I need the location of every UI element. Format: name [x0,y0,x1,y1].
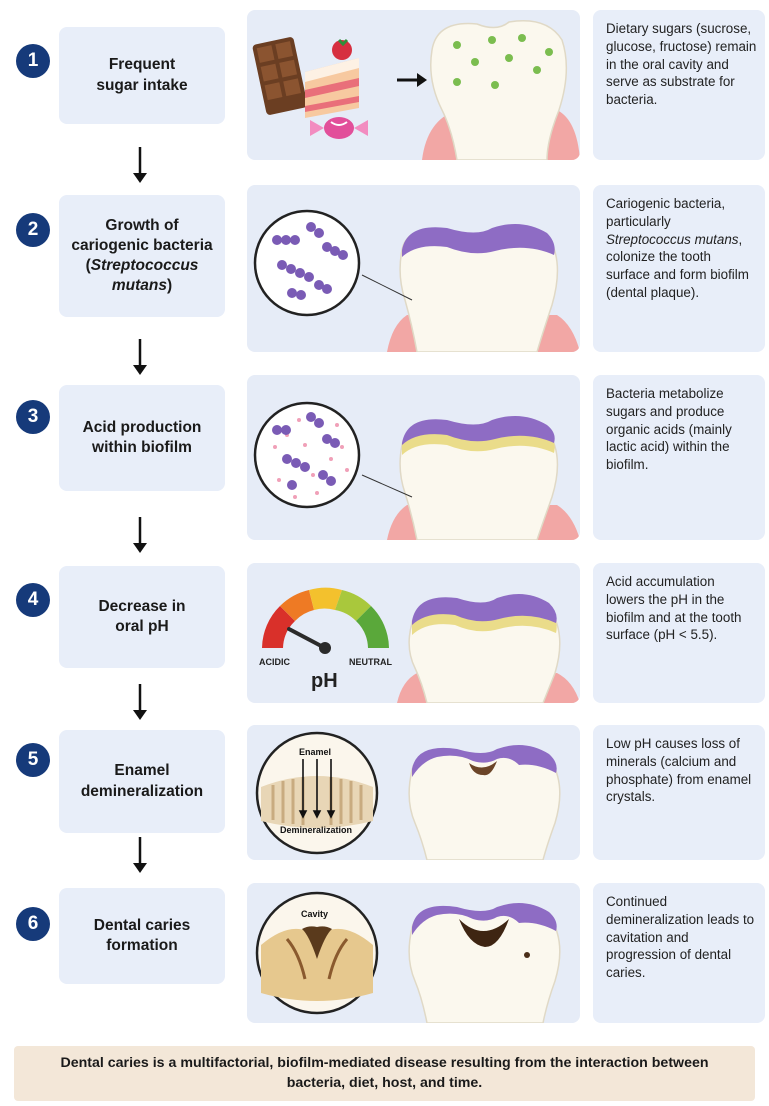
step-1-illustration [247,10,580,160]
step-2-label-line-2: cariogenic bacteria [71,237,212,254]
summary-footer-text: Dental caries is a multifactorial, biofi… [54,1054,715,1092]
step-1-description: Dietary sugars (sucrose, glucose, fructo… [593,10,765,160]
step-2-label-genus: Streptococcus [91,257,199,274]
tooth-icon [387,416,580,540]
inset-demineralization-label: Demineralization [280,825,352,835]
tooth-icon [409,903,560,1023]
chocolate-bar-icon [252,36,308,115]
step-1-label-line-1: Frequent [109,56,175,73]
down-arrow-icon [128,515,152,555]
gauge-acidic-label: ACIDIC [259,657,290,667]
gauge-needle [289,629,325,648]
step-2-description-em: Streptococcus mutans [606,232,738,247]
acid-production-illustration [247,375,580,540]
inset-enamel-label: Enamel [299,747,331,757]
step-6-label: Dental caries formation [59,888,225,984]
step-4-badge: 4 [16,583,50,617]
step-6-description: Continued demineralization leads to cavi… [593,883,765,1023]
tooth-icon [397,594,580,703]
step-2-description: Cariogenic bacteria, particularly Strept… [593,185,765,352]
right-arrow-icon [397,73,427,87]
step-1-badge: 1 [16,44,50,78]
step-4-label: Decrease in oral pH [59,566,225,668]
summary-footer: Dental caries is a multifactorial, biofi… [14,1046,755,1101]
cavity-illustration: Cavity [247,883,580,1023]
step-4-description: Acid accumulation lowers the pH in the b… [593,563,765,703]
inset-cavity-label: Cavity [301,909,328,919]
step-2-label: Growth of cariogenic bacteria (Streptoco… [59,195,225,317]
step-5-label-line-1: Enamel [114,762,169,779]
step-6-label-line-1: Dental caries [94,917,191,934]
sugar-to-tooth-illustration [247,10,580,160]
step-5-description: Low pH causes loss of minerals (calcium … [593,725,765,860]
step-6-label-line-2: formation [106,937,177,954]
step-2-badge: 2 [16,213,50,247]
step-5-description-text: Low pH causes loss of minerals (calcium … [606,736,751,804]
step-3-label-line-1: Acid production [83,419,202,436]
enamel-magnifier-icon: Enamel Demineralization [257,733,377,853]
step-6-description-text: Continued demineralization leads to cavi… [606,894,754,980]
demineralization-illustration: Enamel Demineralization [247,725,580,860]
step-3-label: Acid production within biofilm [59,385,225,491]
step-6-illustration: Cavity [247,883,580,1023]
step-2-illustration [247,185,580,352]
step-3-badge: 3 [16,400,50,434]
step-5-illustration: Enamel Demineralization [247,725,580,860]
bacteria-on-tooth-illustration [247,185,580,352]
down-arrow-icon [128,337,152,377]
ph-gauge-illustration: ACIDIC NEUTRAL pH [247,563,580,703]
step-2-label-species: mutans [112,277,167,294]
step-3-description: Bacteria metabolize sugars and produce o… [593,375,765,540]
step-6-badge: 6 [16,907,50,941]
step-5-label: Enamel demineralization [59,730,225,833]
gauge-neutral-label: NEUTRAL [349,657,392,667]
step-4-label-line-2: oral pH [115,618,168,635]
candy-icon [310,117,368,139]
cavity-magnifier-icon: Cavity [257,893,377,1013]
cake-slice-icon [305,40,359,118]
ph-gauge-icon: ACIDIC NEUTRAL pH [259,588,392,692]
step-4-label-line-1: Decrease in [98,598,185,615]
step-5-badge: 5 [16,743,50,777]
step-3-label-line-2: within biofilm [92,439,192,456]
step-3-description-text: Bacteria metabolize sugars and produce o… [606,386,732,472]
acid-bacteria-magnifier-icon [255,403,359,507]
down-arrow-icon [128,835,152,875]
down-arrow-icon [128,145,152,185]
step-1-description-text: Dietary sugars (sucrose, glucose, fructo… [606,21,756,107]
step-4-illustration: ACIDIC NEUTRAL pH [247,563,580,703]
down-arrow-icon [128,682,152,722]
gauge-ph-label: pH [311,670,338,692]
tooth-icon [387,224,580,352]
step-5-label-line-2: demineralization [81,783,203,800]
step-2-label-line-1: Growth of [105,217,178,234]
step-4-description-text: Acid accumulation lowers the pH in the b… [606,574,741,642]
bacteria-magnifier-icon [255,211,359,315]
step-1-label-line-2: sugar intake [96,77,187,94]
step-3-illustration [247,375,580,540]
step-2-label-paren-close: ) [167,277,172,294]
step-1-label: Frequent sugar intake [59,27,225,124]
step-2-description-pre: Cariogenic bacteria, particularly [606,196,725,229]
tooth-with-sugars-icon [422,21,580,160]
tooth-icon [409,745,560,860]
